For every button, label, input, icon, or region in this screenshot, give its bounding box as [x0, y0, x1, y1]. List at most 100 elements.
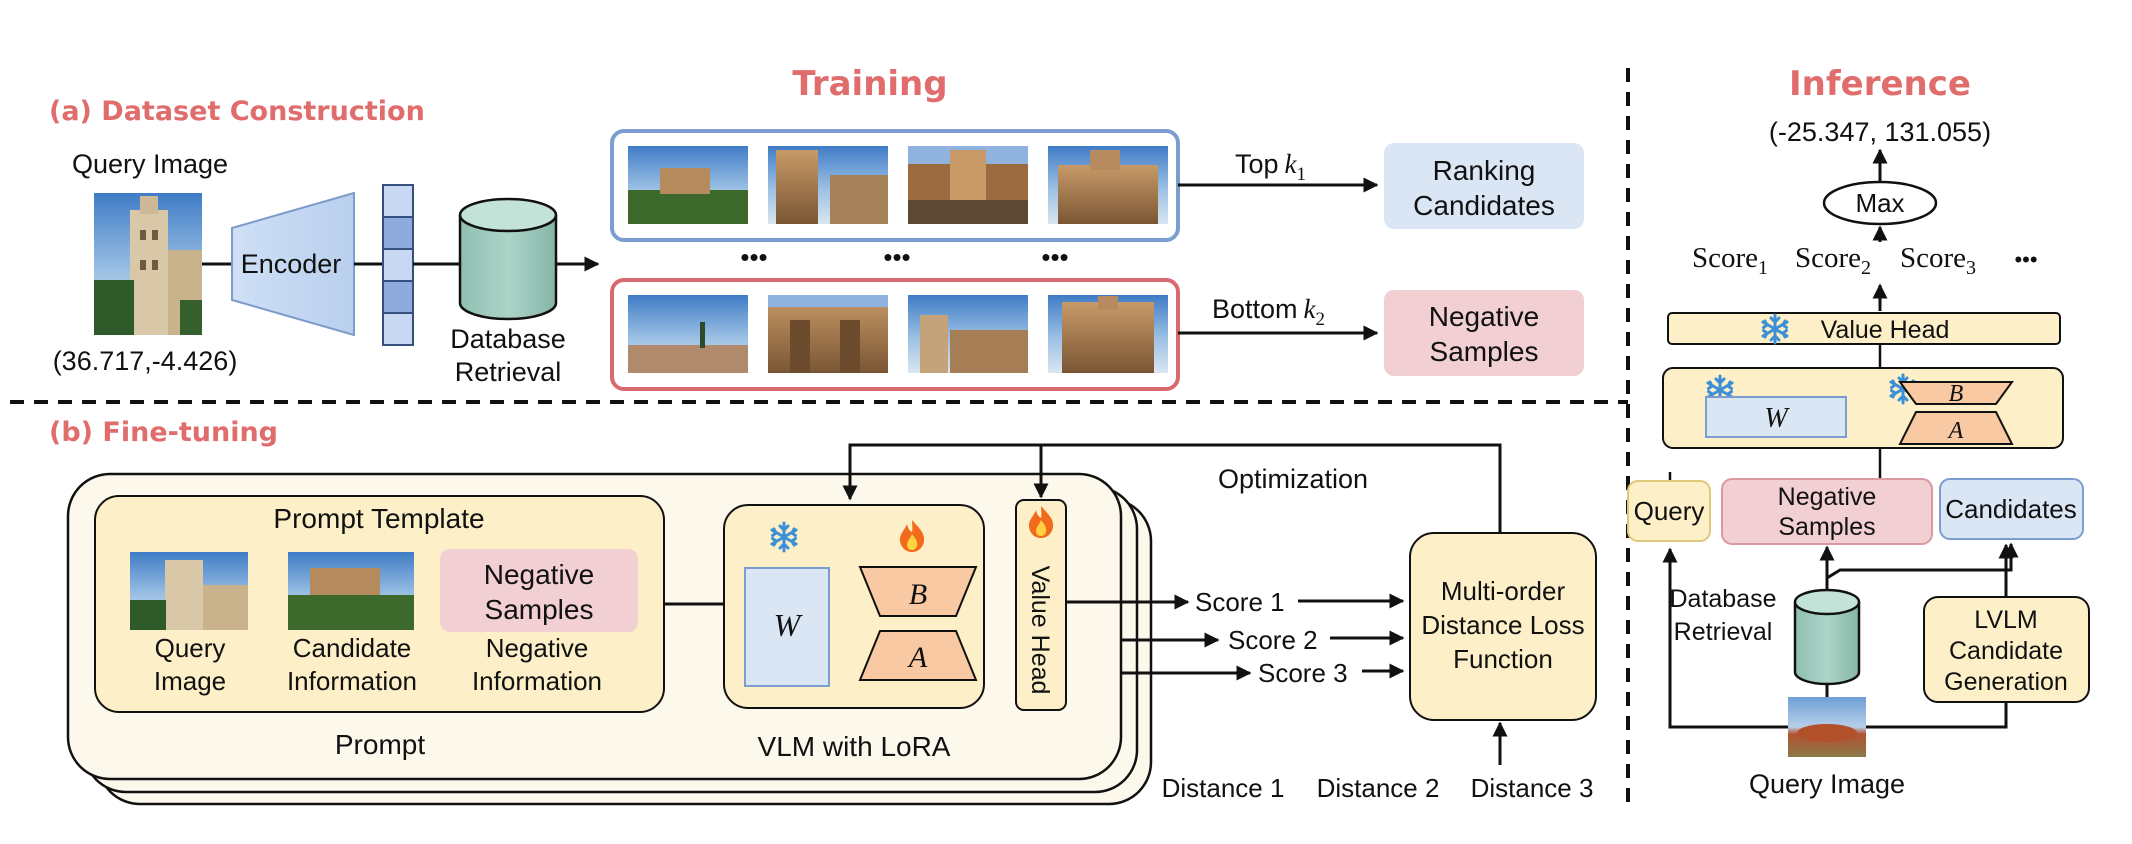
- prompt-label: Prompt: [335, 729, 425, 760]
- image-to-query-arrow: [1662, 547, 1788, 729]
- distance-2-label: Distance 2: [1317, 773, 1440, 803]
- inference-negative-samples-box: [1721, 478, 1933, 545]
- optimization-label: Optimization: [1218, 464, 1368, 494]
- lora-b-matrix: [858, 566, 978, 617]
- inference-negative-label-1: Negative: [1778, 483, 1877, 511]
- inference-weight-w: [1705, 396, 1847, 438]
- distance-1-label: Distance 1: [1162, 773, 1285, 803]
- top-result-photo-1: [628, 146, 748, 224]
- inference-lora-b: [1898, 381, 2014, 405]
- max-label: Max: [1855, 188, 1904, 218]
- query-image-cathedral: [94, 193, 202, 335]
- inference-candidates-box: [1939, 478, 2084, 540]
- db-to-candidates-arrow: [1826, 542, 2019, 580]
- candidate-information-label-2: Information: [287, 666, 417, 696]
- negative-samples-label-1: Negative: [1429, 301, 1540, 332]
- bottom-result-photo-1: [628, 295, 748, 373]
- bottom-result-photo-4: [1048, 295, 1168, 373]
- inference-score-3: Score3: [1900, 242, 1976, 279]
- lvlm-label-2: Candidate: [1949, 637, 2063, 665]
- inference-query-image: [1788, 697, 1866, 757]
- heading-dataset-construction: (a) Dataset Construction: [49, 96, 425, 127]
- query-image-label: Query Image: [72, 149, 228, 179]
- inference-score-1: Score1: [1692, 242, 1768, 279]
- inference-score-ellipsis: •••: [2014, 247, 2037, 272]
- ellipsis-2: •••: [883, 242, 910, 272]
- negative-samples-box: [1384, 290, 1584, 376]
- negative-samples-label-2: Samples: [1430, 336, 1539, 367]
- encoder-shape: [231, 191, 355, 337]
- embedding-vector: [382, 184, 414, 346]
- candidate-information-label-1: Candidate: [293, 633, 412, 663]
- loss-label-2: Distance Loss: [1421, 610, 1584, 640]
- prompt-query-image-label-1: Query: [155, 633, 226, 663]
- score-1-label: Score 1: [1195, 587, 1285, 617]
- prompt-negative-samples-box: [440, 549, 638, 632]
- loss-label-1: Multi-order: [1441, 576, 1566, 606]
- database-retrieval-label-1: Database: [450, 324, 566, 354]
- heading-training: Training: [792, 64, 947, 104]
- image-to-lvlm-line: [1866, 702, 2008, 729]
- negative-information-label-1: Negative: [486, 633, 589, 663]
- inference-query-label: Query: [1634, 496, 1705, 526]
- heading-inference: Inference: [1789, 64, 1971, 104]
- lvlm-label-3: Generation: [1944, 668, 2068, 696]
- optimization-arrow: [842, 443, 1502, 533]
- prompt-negative-samples-label-1: Negative: [484, 559, 595, 590]
- frozen-weight-w: [744, 567, 830, 687]
- max-node: [1822, 180, 1938, 226]
- prompt-query-image-label-2: Image: [154, 666, 226, 696]
- database-retrieval-label-2: Retrieval: [455, 357, 562, 387]
- inference-negative-label-2: Samples: [1778, 513, 1875, 541]
- encoder-label: Encoder: [241, 249, 342, 279]
- value-head-label: Value Head: [1026, 566, 1054, 695]
- query-coords: (36.717,-4.426): [53, 346, 238, 376]
- inference-w-label: W: [1764, 403, 1790, 434]
- top-result-photo-3: [908, 146, 1028, 224]
- lora-a-matrix: [858, 630, 978, 681]
- inference-query-image-label: Query Image: [1749, 769, 1905, 799]
- ranking-candidates-label-1: Ranking: [1433, 155, 1536, 186]
- top-result-photo-4: [1048, 146, 1168, 224]
- ellipsis-row: ••• ••• •••: [740, 242, 1068, 272]
- ellipsis-3: •••: [1041, 242, 1068, 272]
- inference-db-label-1: Database: [1669, 585, 1776, 613]
- inference-value-head-label: Value Head: [1821, 316, 1950, 344]
- vlm-lora-label: VLM with LoRA: [758, 731, 951, 762]
- ranking-candidates-box: [1384, 143, 1584, 229]
- ellipsis-1: •••: [740, 242, 767, 272]
- negative-information-label-2: Information: [472, 666, 602, 696]
- inference-lora-a: [1898, 411, 2014, 445]
- prompt-candidate-image: [288, 552, 414, 630]
- prompt-template-label: Prompt Template: [273, 503, 484, 534]
- score-3-label: Score 3: [1258, 658, 1348, 688]
- score-2-label: Score 2: [1228, 625, 1318, 655]
- bottom-result-photo-3: [908, 295, 1028, 373]
- database-cylinder: [458, 197, 558, 321]
- lvlm-label-1: LVLM: [1974, 606, 2037, 634]
- value-head-box: [1015, 499, 1067, 711]
- prompt-negative-samples-label-2: Samples: [485, 594, 594, 625]
- prompt-query-image: [130, 552, 248, 630]
- bottom-result-photo-2: [768, 295, 888, 373]
- inference-score-2: Score2: [1795, 242, 1871, 279]
- inference-candidates-label: Candidates: [1945, 494, 2077, 524]
- w-label: W: [774, 607, 804, 643]
- inference-database-cylinder: [1793, 588, 1861, 686]
- lora-a-label: A: [907, 641, 928, 674]
- distance-3-label: Distance 3: [1471, 773, 1594, 803]
- loss-function-box: [1409, 532, 1597, 721]
- result-coords: (-25.347, 131.055): [1769, 117, 1991, 147]
- loss-label-3: Function: [1453, 644, 1553, 674]
- inference-db-label-2: Retrieval: [1674, 618, 1773, 646]
- inference-a-label: A: [1947, 418, 1964, 444]
- heading-fine-tuning: (b) Fine-tuning: [49, 417, 278, 448]
- top-result-photo-2: [768, 146, 888, 224]
- lora-b-label: B: [909, 578, 927, 611]
- inference-query-box: [1627, 480, 1711, 542]
- inference-b-label: B: [1949, 381, 1964, 407]
